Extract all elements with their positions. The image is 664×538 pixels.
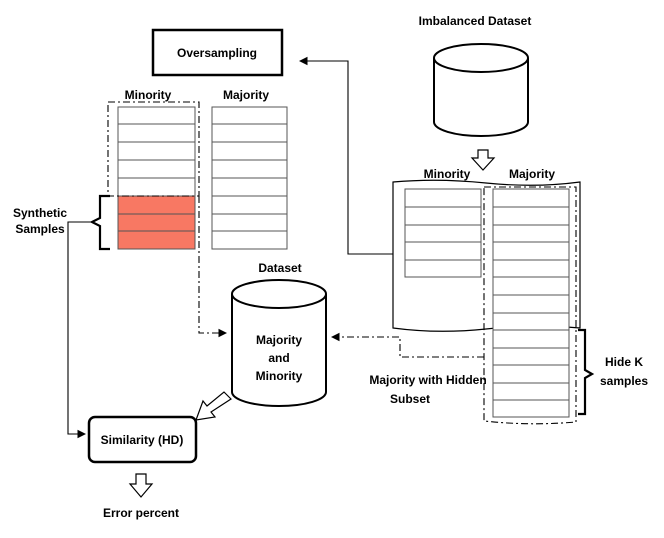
dataset-cylinder-label-line3: Minority (256, 369, 303, 383)
hide-k-label-line2: samples (600, 374, 648, 388)
synthetic-bracket (89, 194, 110, 251)
similarity-box (87, 415, 198, 464)
oversampling-label: Oversampling (177, 46, 257, 60)
minority-to-dataset-connector (198, 196, 228, 338)
down-arrow-icon (470, 149, 496, 171)
synthetic-to-similarity-connector (67, 221, 92, 439)
majority-right-column (492, 188, 570, 331)
minority-left-column (117, 106, 196, 197)
dataset-cylinder (231, 279, 327, 407)
synthetic-label-line1: Synthetic (13, 206, 67, 220)
error-percent-label: Error percent (103, 506, 179, 520)
similarity-down-arrow-icon (128, 473, 154, 498)
table-to-oversampling-connector (298, 56, 393, 255)
dataset-cylinder-label-line1: Majority (256, 333, 302, 347)
majority-to-dataset-connector (330, 332, 484, 358)
minority-dashed-outline (107, 101, 200, 197)
minority-right-column (404, 188, 482, 278)
dataset-cylinder-label-line2: and (268, 351, 289, 365)
minority-right-header: Minority (424, 167, 471, 181)
imbalanced-dataset-cylinder (433, 43, 529, 137)
hide-k-label-line1: Hide K (605, 355, 643, 369)
synthetic-samples-cells (117, 195, 196, 250)
hidden-subset-label-line2: Subset (390, 392, 430, 406)
majority-right-header: Majority (509, 167, 555, 181)
imbalanced-dataset-title: Imbalanced Dataset (419, 14, 532, 28)
dataset-title: Dataset (258, 261, 301, 275)
hidden-subset-rows (492, 329, 570, 418)
oversampling-box (151, 28, 284, 77)
majority-left-column (211, 106, 288, 250)
similarity-label: Similarity (HD) (101, 433, 184, 447)
minority-left-header: Minority (125, 88, 172, 102)
hidden-subset-label-line1: Majority with Hidden (369, 373, 486, 387)
dataset-to-similarity-arrow-icon (195, 391, 232, 421)
hide-k-bracket (578, 328, 595, 416)
synthetic-label-line2: Samples (15, 222, 65, 236)
majority-left-header: Majority (223, 88, 269, 102)
